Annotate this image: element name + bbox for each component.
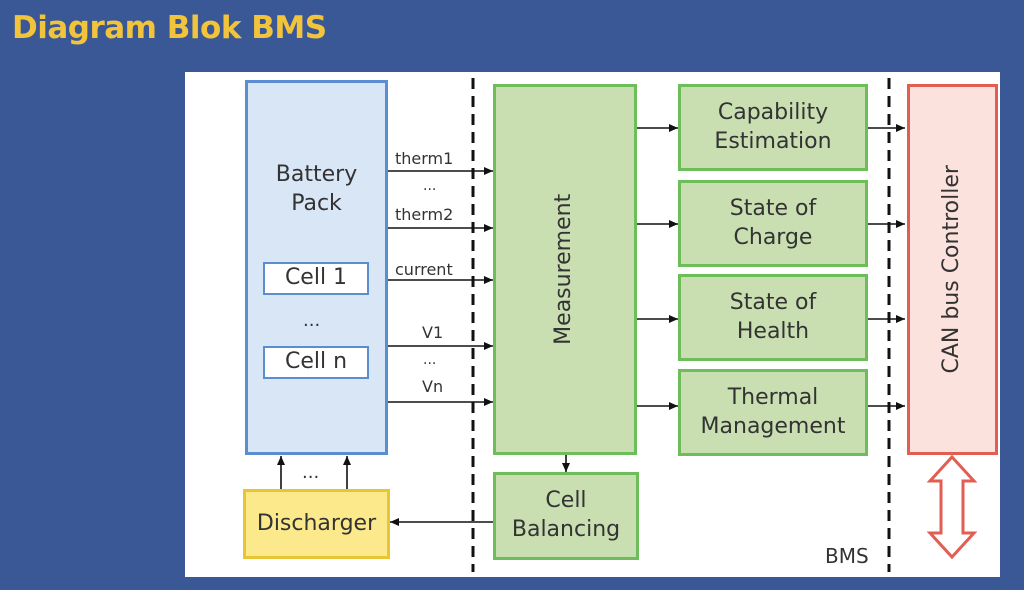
state-of-health-label: State of Health [729,289,817,344]
signal-therm2: therm2 [395,205,454,224]
signal-v1: V1 [422,323,444,342]
thermal-management-block: Thermal Management [678,369,868,456]
signal-current: current [395,260,453,279]
diagram-panel: Battery Pack Cell 1 ... Cell n therm1 ..… [185,72,1000,577]
state-of-charge-block: State of Charge [678,180,868,267]
page-title: Diagram Blok BMS [12,10,327,46]
state-of-charge-label: State of Charge [729,195,817,250]
signal-ellipsis-2: ... [423,352,437,368]
measurement-label: Measurement [551,193,577,346]
state-of-health-block: State of Health [678,274,868,361]
can-bus-controller-label: CAN bus Controller [939,165,965,374]
cell-n: Cell n [263,346,369,379]
measurement-block: Measurement [493,84,637,455]
capability-estimation-block: Capability Estimation [678,84,868,171]
signal-ellipsis-1: ... [423,178,437,194]
can-bus-double-arrow [926,454,978,560]
capability-estimation-label: Capability Estimation [714,99,832,154]
discharger-block: Discharger [243,489,390,559]
thermal-management-label: Thermal Management [700,384,846,439]
discharger-ellipsis: ... [302,462,320,483]
battery-pack-label: Battery Pack [275,162,358,216]
cell-balancing-label: Cell Balancing [511,488,621,542]
signal-vn: Vn [422,377,444,396]
cell-1: Cell 1 [263,262,369,295]
cells-ellipsis: ... [303,310,321,331]
can-bus-controller-block: CAN bus Controller [907,84,998,455]
signal-therm1: therm1 [395,149,454,168]
cell-balancing-block: Cell Balancing [493,472,639,560]
diagram-connectors [277,78,978,572]
bms-label: BMS [825,544,869,568]
